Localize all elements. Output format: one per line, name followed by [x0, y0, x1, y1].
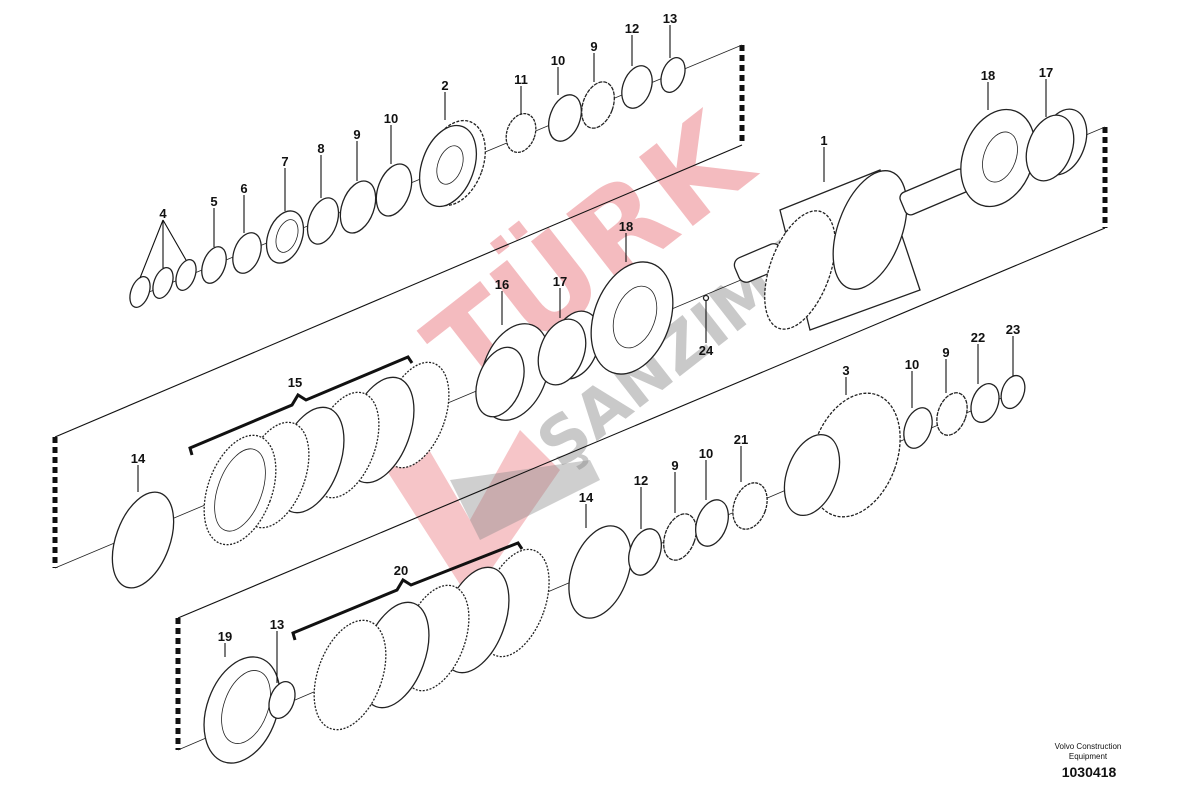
footer-drawing-number: 1030418	[1061, 764, 1117, 780]
piston-inner	[221, 670, 271, 744]
snap-ring	[129, 276, 151, 308]
plug	[702, 294, 710, 302]
callout-6: 6	[240, 181, 247, 196]
callout-14: 14	[579, 490, 594, 505]
bearing-seal-bore	[982, 131, 1018, 183]
callout-5: 5	[210, 194, 217, 209]
group-brace-20	[291, 541, 524, 641]
thrust-washer	[306, 197, 340, 245]
callout-12: 12	[625, 21, 639, 36]
callout-9: 9	[590, 39, 597, 54]
callout-17: 17	[553, 274, 567, 289]
callout-7: 7	[281, 154, 288, 169]
bearing-seal	[590, 261, 674, 375]
piston	[203, 656, 281, 764]
thrust-washer	[375, 163, 413, 217]
bearing-seal-bore	[612, 285, 658, 349]
gear-bore	[436, 145, 464, 185]
needle-bearing	[581, 81, 615, 129]
needle-cage	[732, 482, 768, 530]
needle-bearing	[663, 513, 697, 561]
snap-ring	[175, 259, 197, 291]
top-band-parts	[129, 57, 686, 308]
clutch-disc	[313, 619, 387, 731]
callout-10: 10	[551, 53, 565, 68]
callout-10: 10	[384, 111, 398, 126]
callout-19: 19	[218, 629, 232, 644]
callout-16: 16	[495, 277, 509, 292]
washer	[970, 383, 1000, 423]
callout-9: 9	[671, 458, 678, 473]
washer	[621, 65, 653, 109]
thrust-washer	[548, 94, 582, 142]
callout-20: 20	[394, 563, 408, 578]
callout-21: 21	[734, 432, 748, 447]
snap-ring	[660, 57, 686, 93]
needle-cage	[505, 112, 537, 154]
spacer-sleeve	[537, 318, 587, 386]
callout-22: 22	[971, 330, 985, 345]
callout-10: 10	[905, 357, 919, 372]
snap-ring	[1000, 374, 1026, 410]
callout-2: 2	[441, 78, 448, 93]
callout-15: 15	[288, 375, 302, 390]
footer-company: Volvo Construction Equipment	[1054, 742, 1122, 761]
callout-9: 9	[942, 345, 949, 360]
callout-labels: 4 5 6 7 8 9 10 2 11 10 9 12 13 1 18 17 1…	[131, 11, 1053, 644]
callout-18: 18	[619, 219, 633, 234]
callout-13: 13	[270, 617, 284, 632]
thrust-washer	[903, 407, 933, 449]
boundary-line	[177, 227, 1106, 619]
ball-bearing	[265, 210, 305, 264]
seal-ring	[568, 525, 632, 619]
leader-lines	[137, 25, 1047, 683]
callout-10: 10	[699, 446, 713, 461]
clutch-disc	[203, 434, 277, 546]
spacer-sleeve	[1025, 114, 1075, 182]
bottom-band-parts	[203, 374, 1026, 764]
callout-4: 4	[159, 206, 167, 221]
clutch-shaft-drum	[733, 168, 971, 331]
callout-1: 1	[820, 133, 827, 148]
callout-13: 13	[663, 11, 677, 26]
thrust-washer	[695, 499, 729, 547]
bearing	[475, 346, 525, 418]
drum-open-end	[764, 210, 836, 330]
callout-23: 23	[1006, 322, 1020, 337]
watermark-logo-chevron	[450, 460, 600, 540]
retaining-ring	[201, 246, 227, 284]
washer	[628, 528, 662, 576]
drum-closed-end	[832, 170, 908, 290]
callout-3: 3	[842, 363, 849, 378]
callout-14: 14	[131, 451, 146, 466]
boundary-line	[54, 144, 743, 438]
spacer-ring	[232, 232, 262, 274]
ball-bearing-inner	[275, 219, 299, 253]
callout-9: 9	[353, 127, 360, 142]
clutch-disc-inner	[214, 448, 266, 532]
callout-17: 17	[1039, 65, 1053, 80]
gear-face	[419, 124, 477, 208]
snap-ring	[152, 267, 174, 299]
needle-bearing	[339, 180, 377, 234]
snap-ring	[268, 681, 296, 719]
group-brace-15	[188, 355, 414, 456]
needle-bearing	[936, 392, 968, 436]
seal-ring	[111, 491, 175, 589]
band-boundaries	[52, 45, 1108, 750]
middle-band-parts	[111, 108, 1088, 589]
callout-11: 11	[514, 72, 528, 87]
gear-hub	[783, 433, 841, 517]
callout-8: 8	[317, 141, 324, 156]
callout-18: 18	[981, 68, 995, 83]
callout-12: 12	[634, 473, 648, 488]
callout-24: 24	[699, 343, 714, 358]
